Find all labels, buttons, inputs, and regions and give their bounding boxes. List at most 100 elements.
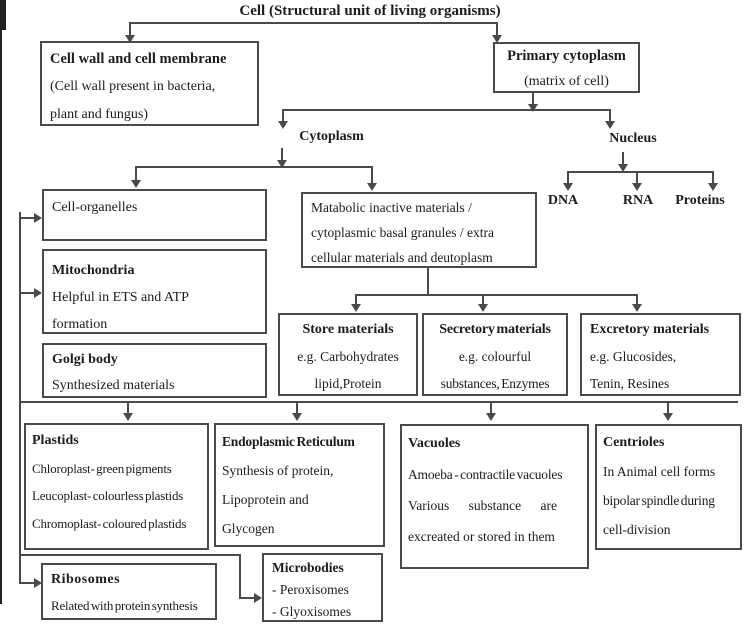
box-ribosomes-line: Related with protein synthesis <box>51 598 198 613</box>
box-golgi-line: Synthesized materials <box>52 378 175 393</box>
box-excretory-materials: Excretory materials e.g. Glucosides, Ten… <box>580 313 741 396</box>
box-store-materials: Store materials e.g. Carbohydrates lipid… <box>278 313 418 396</box>
box-cell-organelles: Cell-organelles <box>42 189 267 241</box>
arrow-down-icon <box>492 35 502 43</box>
box-primary-cytoplasm-heading: Primary cytoplasm <box>507 48 626 64</box>
box-endoplasmic-reticulum-heading: Endoplasmic Reticulum <box>222 434 355 449</box>
box-golgi: Golgi body Synthesized materials <box>42 343 267 398</box>
box-excretory-materials-heading: Excretory materials <box>590 322 710 337</box>
box-microbodies-heading: Microbodies <box>272 560 344 575</box>
box-plastids-line: Chromoplast- coloured plastids <box>32 515 187 531</box>
connector-line <box>19 292 35 294</box>
arrow-right-icon <box>254 593 262 603</box>
box-endoplasmic-reticulum-line: Glycogen <box>222 521 275 536</box>
box-centrioles-heading: Centrioles <box>603 435 665 450</box>
connector-line <box>296 401 298 414</box>
connector-line <box>19 212 21 583</box>
box-secretory-materials-line: substances, Enzymes <box>440 376 550 391</box>
box-endoplasmic-reticulum-line: Synthesis of protein, <box>222 463 334 478</box>
box-primary-cytoplasm: Primary cytoplasm (matrix of cell) <box>493 42 640 93</box>
box-endoplasmic-reticulum-line: Lipoprotein and <box>222 492 309 507</box>
box-microbodies: Microbodies - Peroxisomes - Glyoxisomes <box>262 553 383 622</box>
connector-line <box>712 171 714 184</box>
box-microbodies-line: - Glyoxisomes <box>272 604 352 619</box>
arrow-right-icon <box>34 578 42 588</box>
box-vacuoles-line: Various substance are <box>408 498 557 513</box>
arrow-right-icon <box>34 288 42 298</box>
arrow-down-icon <box>367 183 377 191</box>
connector-line <box>636 294 638 305</box>
box-matabolic: Matabolic inactive materials / cytoplasm… <box>301 192 537 268</box>
box-ribosomes-heading: Ribosomes <box>51 572 121 587</box>
box-store-materials-line: e.g. Carbohydrates <box>297 349 399 364</box>
connector-line <box>127 401 129 414</box>
node-dna: DNA <box>547 193 579 208</box>
box-centrioles-line: cell-division <box>603 522 671 537</box>
box-matabolic-line: Matabolic inactive materials / <box>311 200 472 215</box>
connector-line <box>482 294 484 305</box>
arrow-down-icon <box>277 160 287 168</box>
box-microbodies-line: - Peroxisomes <box>272 582 349 597</box>
arrow-down-icon <box>563 183 573 191</box>
arrow-down-icon <box>278 121 288 129</box>
box-secretory-materials: Secretory materials e.g. colourful subst… <box>422 313 568 396</box>
connector-line <box>496 22 498 36</box>
node-rna: RNA <box>622 193 654 208</box>
box-mitochondria-heading: Mitochondria <box>52 263 135 278</box>
connector-line <box>282 109 284 122</box>
box-vacuoles-line: Amoeba - contractile vacuoles <box>408 467 563 482</box>
node-proteins: Proteins <box>675 193 725 208</box>
connector-line <box>355 294 357 305</box>
box-centrioles-line: In Animal cell forms <box>603 464 716 479</box>
connector-line <box>622 152 624 165</box>
box-mitochondria: Mitochondria Helpful in ETS and ATP form… <box>42 249 267 334</box>
box-cell-wall-heading: Cell wall and cell membrane <box>50 51 227 67</box>
connector-line <box>427 268 429 295</box>
connector-line <box>19 217 35 219</box>
page-edge-line <box>0 0 2 604</box>
connector-line <box>609 109 611 122</box>
box-mitochondria-line: Helpful in ETS and ATP <box>52 290 189 305</box>
arrow-down-icon <box>663 413 673 421</box>
arrow-down-icon <box>125 35 135 43</box>
box-vacuoles-line: excreated or stored in them <box>408 529 555 544</box>
connector-line <box>490 401 492 414</box>
box-store-materials-heading: Store materials <box>302 322 394 337</box>
box-primary-cytoplasm-line: (matrix of cell) <box>524 74 609 89</box>
arrow-down-icon <box>618 164 628 172</box>
arrow-right-icon <box>34 213 42 223</box>
box-plastids-line: Leucoplast- colourless plastids <box>32 488 184 503</box>
connector-line <box>567 171 569 184</box>
connector-line <box>568 171 714 173</box>
connector-line <box>281 148 283 161</box>
connector-line <box>667 401 669 414</box>
box-vacuoles: Vacuoles Amoeba - contractile vacuoles V… <box>400 424 589 569</box>
connector-line <box>19 554 241 556</box>
box-plastids-heading: Plastids <box>32 433 79 448</box>
box-endoplasmic-reticulum: Endoplasmic Reticulum Synthesis of prote… <box>214 423 385 547</box>
box-centrioles: Centrioles In Animal cell forms bipolar … <box>595 424 742 550</box>
box-mitochondria-line: formation <box>52 317 108 332</box>
connector-line <box>239 554 241 599</box>
connector-line <box>636 171 638 184</box>
connector-line <box>532 93 534 105</box>
connector-line <box>241 597 255 599</box>
box-secretory-materials-line: e.g. colourful <box>458 349 532 364</box>
connector-line <box>19 582 35 584</box>
arrow-down-icon <box>632 304 642 312</box>
connector-line <box>136 166 373 168</box>
box-ribosomes: Ribosomes Related with protein synthesis <box>41 563 217 620</box>
arrow-down-icon <box>708 183 718 191</box>
arrow-down-icon <box>292 413 302 421</box>
arrow-down-icon <box>605 121 615 129</box>
box-golgi-heading: Golgi body <box>52 352 118 367</box>
node-cytoplasm: Cytoplasm <box>299 129 364 144</box>
box-excretory-materials-line: e.g. Glucosides, <box>590 349 677 364</box>
arrow-down-icon <box>486 413 496 421</box>
arrow-down-icon <box>123 413 133 421</box>
connector-line <box>283 109 611 111</box>
box-cell-wall-line: (Cell wall present in bacteria, <box>50 79 216 94</box>
connector-line <box>129 22 131 36</box>
node-nucleus: Nucleus <box>609 131 657 146</box>
